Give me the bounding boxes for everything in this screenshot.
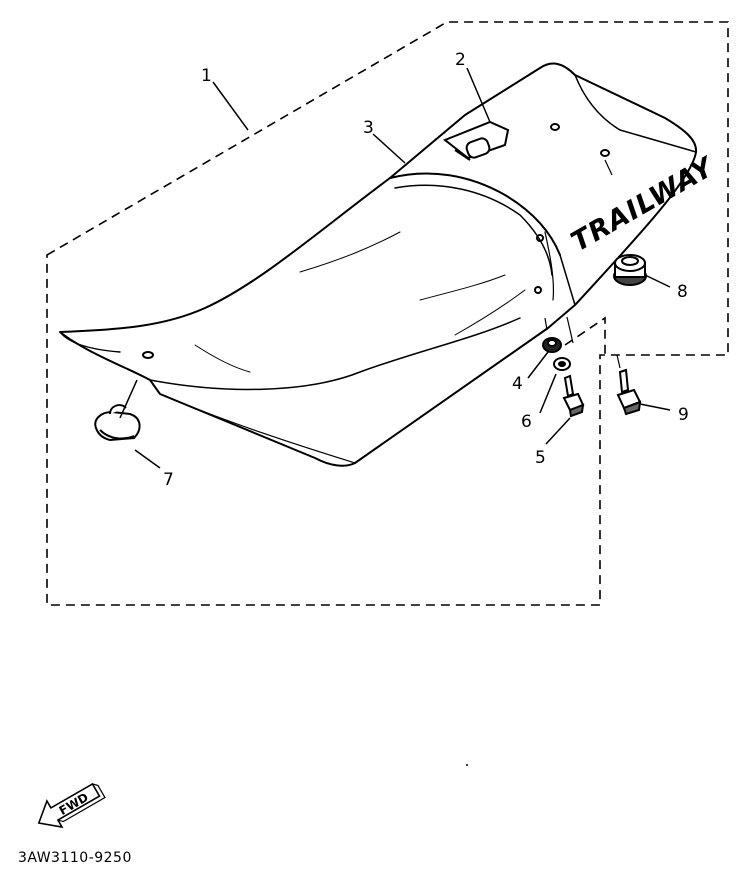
bolt-9 — [616, 368, 642, 416]
callout-1: 1 — [201, 66, 212, 86]
callout-7: 7 — [163, 470, 174, 490]
callouts: 1 2 3 4 5 6 7 8 9 — [163, 50, 689, 490]
seat — [59, 62, 698, 467]
seat-strap-side — [559, 254, 576, 306]
stray-dot — [466, 764, 468, 766]
drawing-code: 3AW3110-9250 — [18, 850, 132, 866]
seat-rear-ridge — [574, 74, 697, 153]
collar-washer — [542, 337, 562, 353]
assembly-boundary — [46, 21, 729, 606]
seat-mid-crease — [299, 231, 401, 273]
callout-9: 9 — [678, 405, 689, 425]
centerlines — [544, 159, 621, 369]
front-damper — [94, 404, 141, 442]
callout-8: 8 — [677, 282, 688, 302]
callout-2: 2 — [455, 50, 466, 70]
callout-3: 3 — [363, 118, 374, 138]
seat-nose — [59, 331, 121, 353]
lock-washer — [553, 357, 571, 371]
callout-5: 5 — [535, 448, 546, 468]
leader-lines — [119, 67, 671, 469]
seat-outline — [59, 62, 698, 467]
seat-side-line — [159, 393, 356, 464]
seat-crease-1 — [194, 344, 251, 373]
forward-arrow: FWD — [37, 782, 106, 829]
seat-brand-text: TRAILWAY — [566, 151, 721, 258]
seat-hole-4 — [534, 286, 542, 294]
sub-boundary — [564, 316, 606, 355]
seat-crease-3 — [454, 289, 526, 336]
seat-hole-5 — [142, 351, 154, 359]
seat-hole-3 — [536, 234, 544, 242]
seat-strap-back — [394, 184, 553, 276]
seat-surface-line — [149, 317, 521, 391]
seat-strap-side2 — [544, 231, 555, 301]
seat-hook — [443, 120, 510, 161]
seat-crease-2 — [419, 274, 506, 301]
callout-6: 6 — [521, 412, 532, 432]
rear-damper — [613, 254, 647, 286]
bolt-5 — [562, 374, 585, 418]
seat-hole-2 — [600, 149, 610, 157]
seat-hole-1 — [550, 123, 560, 131]
callout-4: 4 — [512, 374, 523, 394]
seat-strap-front — [389, 172, 561, 256]
